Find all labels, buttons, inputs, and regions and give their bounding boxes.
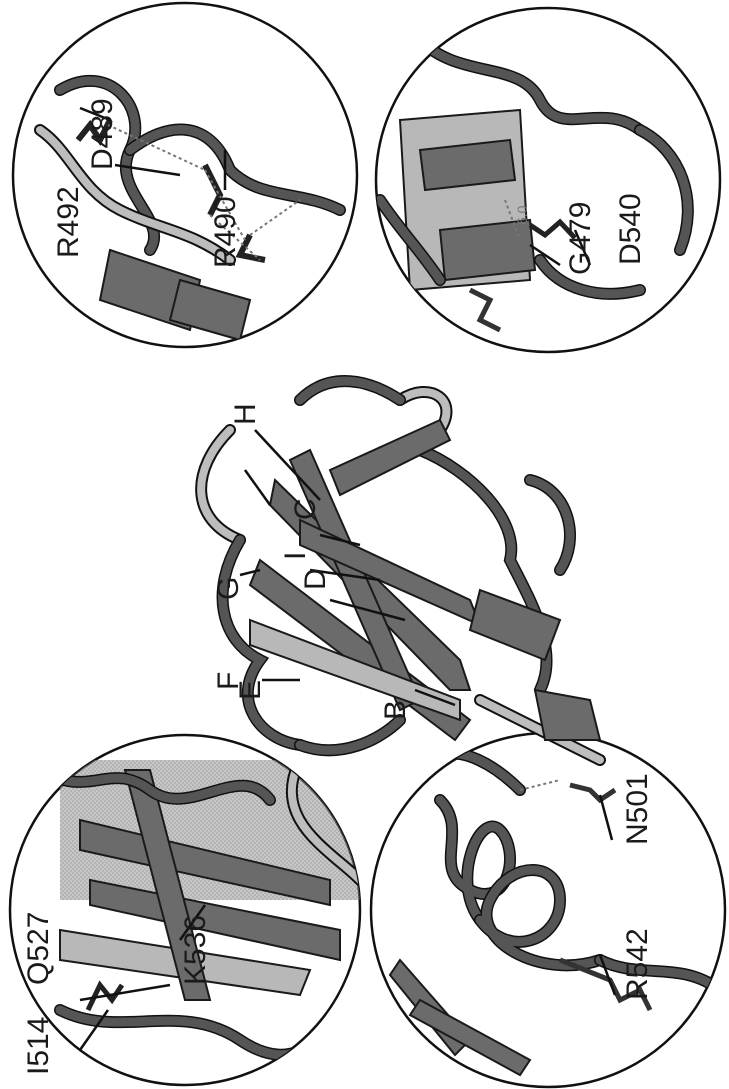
label-h: H xyxy=(229,403,262,425)
label-k536: K536 xyxy=(179,915,212,985)
label-d: D xyxy=(299,568,332,590)
label-g479: G479 xyxy=(564,202,597,275)
label-r542: R542 xyxy=(621,928,654,1000)
label-i514: I514 xyxy=(22,1017,55,1075)
label-n501: N501 xyxy=(621,773,654,845)
panel-top-left: I514 Q527 K536 xyxy=(10,735,360,1085)
label-q527: Q527 xyxy=(22,912,55,985)
label-g: G xyxy=(212,577,245,600)
label-r492: R492 xyxy=(52,186,85,258)
label-d489: D489 xyxy=(86,98,119,170)
panel-bottom-left: R542 N501 xyxy=(371,733,725,1087)
label-b: B xyxy=(379,700,412,720)
label-d540: D540 xyxy=(614,193,647,265)
label-c: C xyxy=(289,498,322,520)
label-distance: 6.0 xyxy=(514,205,530,225)
panel-center: F G E H C I D B xyxy=(201,381,600,760)
panel-bottom-right: G479 D540 6.0 xyxy=(376,8,720,352)
label-e: E xyxy=(234,680,267,700)
label-i: I xyxy=(279,552,312,560)
panel-bottom-left-frame xyxy=(371,733,725,1087)
leader-f xyxy=(245,470,270,505)
label-r490: R490 xyxy=(209,196,242,268)
panel-top-right: R492 D489 R490 xyxy=(13,3,357,347)
